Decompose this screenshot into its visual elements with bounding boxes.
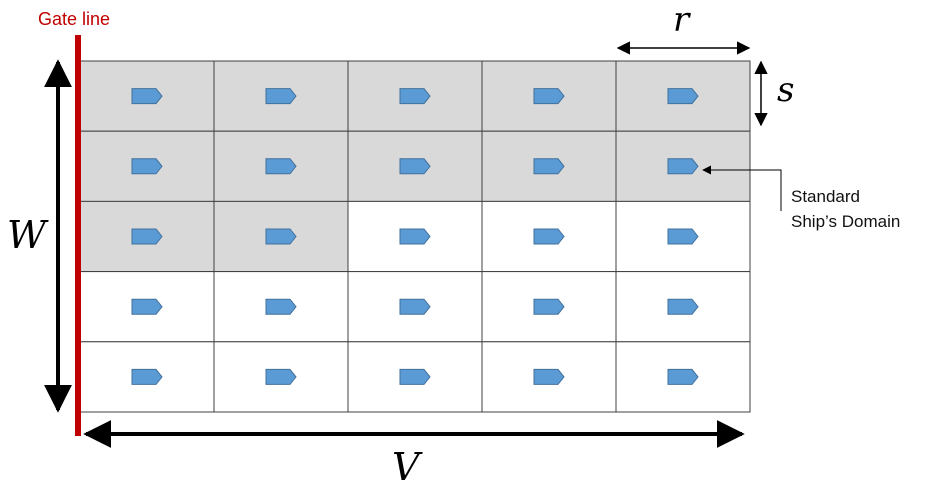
ship-icon: [131, 158, 163, 175]
ship-icon: [399, 158, 431, 175]
ship-icon: [667, 228, 699, 245]
ship-icon: [667, 158, 699, 175]
gate-line-label: Gate line: [38, 9, 111, 29]
ship-icon: [399, 228, 431, 245]
ship-icon: [533, 158, 565, 175]
ship-icon: [399, 298, 431, 315]
ship-icon: [399, 368, 431, 385]
callout-line-2: Ship’s Domain: [791, 212, 901, 231]
ship-icon: [399, 88, 431, 105]
v-label: V: [392, 445, 420, 489]
free-cell: [481, 200, 617, 273]
ship-icon: [265, 298, 297, 315]
s-label: s: [777, 70, 795, 110]
ship-icon: [265, 368, 297, 385]
ship-icon: [265, 228, 297, 245]
ship-icon: [265, 88, 297, 105]
ship-icon: [131, 88, 163, 105]
ship-icon: [533, 298, 565, 315]
ship-markers: [131, 88, 699, 385]
ship-icon: [667, 298, 699, 315]
ship-icon: [533, 88, 565, 105]
occupied-cell: [347, 130, 483, 202]
ship-icon: [131, 298, 163, 315]
r-label: r: [673, 0, 690, 40]
w-label: W: [7, 213, 47, 257]
ship-icon: [131, 368, 163, 385]
ship-domain-callout: Standard Ship’s Domain: [791, 184, 900, 234]
ship-icon: [131, 228, 163, 245]
free-cell: [213, 341, 349, 413]
ship-icon: [667, 88, 699, 105]
gate-line: [75, 35, 81, 436]
ship-icon: [533, 368, 565, 385]
ship-icon: [533, 228, 565, 245]
callout-line-1: Standard: [791, 187, 860, 206]
callout-connector: [702, 165, 782, 211]
ship-icon: [667, 368, 699, 385]
ship-icon: [265, 158, 297, 175]
grid-cells: [79, 60, 751, 413]
